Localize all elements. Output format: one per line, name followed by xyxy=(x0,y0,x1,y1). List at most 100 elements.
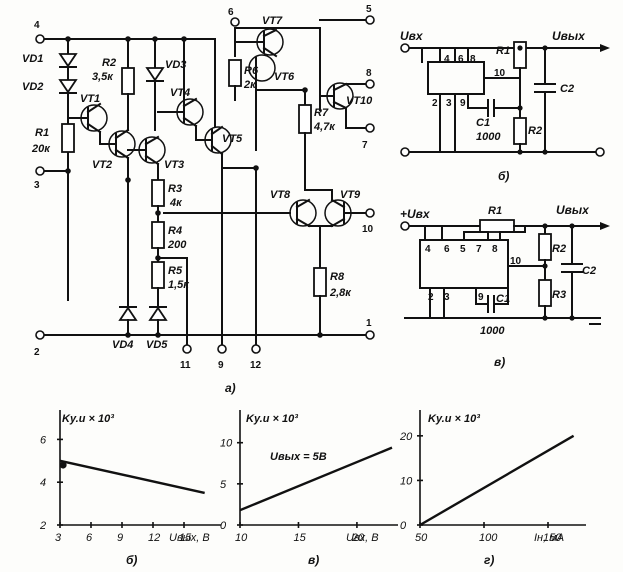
diode-vd4 xyxy=(118,306,138,321)
terminal-2 xyxy=(35,330,45,340)
chart-1-series-line xyxy=(239,446,393,512)
terminal-6 xyxy=(230,17,240,27)
chart-0-xtick-label: 15 xyxy=(179,532,192,544)
label-vd2: VD2 xyxy=(22,81,43,93)
chart-1-xtick-label: 15 xyxy=(293,532,306,544)
pin-b-6: 6 xyxy=(458,54,464,65)
chart-2-xlabel: Iн, мА xyxy=(534,532,564,544)
chart-2-caption: г) xyxy=(484,553,494,567)
label-terminal-3: 3 xyxy=(34,180,40,191)
label-v-r2: R2 xyxy=(552,243,566,255)
chart-0-series-line xyxy=(59,459,205,495)
pin-v-9: 9 xyxy=(478,292,484,303)
chart-2-xtick-label: 50 xyxy=(415,532,428,544)
chart-0-xtick-label: 3 xyxy=(55,532,62,544)
chart-1-ytick-label: 10 xyxy=(220,438,233,450)
arrow-icon-out-v xyxy=(600,222,610,230)
diode-vd2 xyxy=(58,79,78,94)
chart-0-xlabel: Uвых, В xyxy=(169,532,210,544)
label-b-c2: C2 xyxy=(560,83,574,95)
label-r5-value: 1,5к xyxy=(168,279,190,291)
label-v-r3: R3 xyxy=(552,289,566,301)
chart-1-annotation: Uвых = 5В xyxy=(270,451,327,463)
chart-0-xtick-label: 12 xyxy=(148,532,160,544)
label-vd3: VD3 xyxy=(165,59,186,71)
pin-b-9: 9 xyxy=(460,98,466,109)
label-v-output: Uвых xyxy=(556,203,590,217)
label-terminal-10: 10 xyxy=(362,224,374,235)
label-terminal-11: 11 xyxy=(180,360,191,371)
label-r2-value: 3,5к xyxy=(92,71,114,83)
caption-v: в) xyxy=(494,355,505,369)
label-r3-value: 4к xyxy=(169,197,183,209)
chart-0-ytick-label: 2 xyxy=(39,520,46,532)
chart-0-caption: б) xyxy=(126,553,137,567)
label-vd4: VD4 xyxy=(112,339,133,351)
label-vd5: VD5 xyxy=(146,339,168,351)
terminal-7 xyxy=(365,123,375,133)
circuit-b: 4 6 8 10 2 3 9 Uвх Uвых R1 R2 C xyxy=(400,29,610,183)
pin-v-3: 3 xyxy=(444,292,450,303)
label-r4-value: 200 xyxy=(167,239,187,251)
label-r5-name: R5 xyxy=(168,265,183,277)
main-schematic: 4 3 2 6 5 8 7 10 1 9 11 12 VT1 VT2 VT3 V… xyxy=(22,4,375,395)
label-b-input: Uвх xyxy=(400,29,424,43)
label-vt6: VT6 xyxy=(274,71,295,83)
chart-2-series-line xyxy=(419,434,575,527)
circuit-v: 4 6 5 7 8 10 2 3 9 +Uвх U xyxy=(400,203,610,369)
label-terminal-12: 12 xyxy=(250,360,262,371)
label-r7-value: 4,7к xyxy=(313,121,336,133)
chart-2-xtick-label: 100 xyxy=(479,532,498,544)
label-b-c1-value: 1000 xyxy=(476,131,501,143)
diode-vd5 xyxy=(148,306,168,321)
chart-0-ytick-label: 6 xyxy=(40,434,47,446)
resistor-v-r1 xyxy=(479,219,515,233)
label-r6-value: 2к xyxy=(243,79,257,91)
chart-1-xtick-label: 20 xyxy=(351,532,365,544)
chart-1-ytick-label: 5 xyxy=(220,479,227,491)
label-r8-name: R8 xyxy=(330,271,345,283)
chart-1-caption: в) xyxy=(308,553,319,567)
label-vt3: VT3 xyxy=(164,159,184,171)
label-r4-name: R4 xyxy=(168,225,182,237)
resistor-v-r2 xyxy=(538,233,552,261)
label-vt10: VT10 xyxy=(346,95,373,107)
chart-1-xlabel: Uвх, В xyxy=(346,532,379,544)
chart-2-ytick-label: 20 xyxy=(399,431,413,443)
label-vt2: VT2 xyxy=(92,159,112,171)
chart-2-xtick-label: 150 xyxy=(543,532,562,544)
label-terminal-1: 1 xyxy=(366,318,372,329)
label-r1-name: R1 xyxy=(35,127,49,139)
chart-1-ytick-label: 0 xyxy=(220,520,227,532)
label-v-c1-value: 1000 xyxy=(480,325,505,337)
label-v-c2: C2 xyxy=(582,265,596,277)
label-vt1: VT1 xyxy=(80,93,100,105)
terminal-9 xyxy=(217,344,227,354)
pin-v-7: 7 xyxy=(476,244,482,255)
label-b-r2: R2 xyxy=(528,125,542,137)
label-r8-value: 2,8к xyxy=(329,287,352,299)
chart-2-ytick-label: 0 xyxy=(400,520,407,532)
label-terminal-4: 4 xyxy=(34,20,40,31)
pin-v-8: 8 xyxy=(492,244,498,255)
chart-0-marker-point xyxy=(59,461,67,469)
label-terminal-2: 2 xyxy=(34,347,40,358)
transistor-vt6 xyxy=(248,54,276,82)
label-vd1: VD1 xyxy=(22,53,43,65)
resistor-v-r3 xyxy=(538,279,552,307)
chart-2-ylabel: Kу.и × 10³ xyxy=(428,413,480,425)
caption-b: б) xyxy=(498,169,509,183)
terminal-11 xyxy=(182,344,192,354)
label-v-input: +Uвх xyxy=(400,207,431,221)
terminal-10 xyxy=(365,208,375,218)
label-terminal-6: 6 xyxy=(228,7,234,18)
label-terminal-5: 5 xyxy=(366,4,372,15)
label-r2-name: R2 xyxy=(102,57,116,69)
pin-v-4: 4 xyxy=(425,244,431,255)
pin-b-4: 4 xyxy=(444,54,450,65)
label-vt7: VT7 xyxy=(262,15,283,27)
resistor-r2 xyxy=(121,67,135,95)
resistor-r7 xyxy=(298,104,312,134)
